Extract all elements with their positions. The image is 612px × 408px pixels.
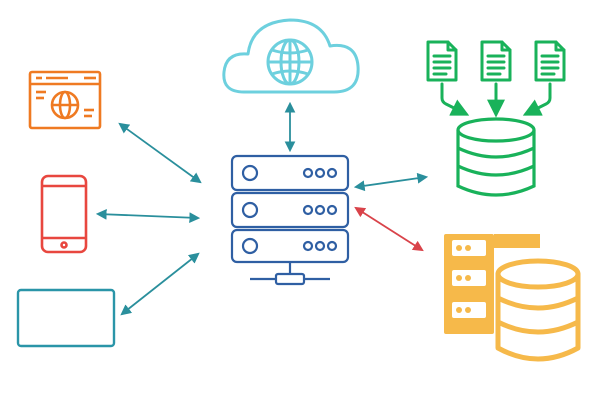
document-to-database-arrows [440,82,552,118]
browser-window-icon [28,70,102,130]
browser-server-arrow [118,122,202,184]
connector-arrow [440,82,470,116]
tablet-server-arrow [120,252,200,316]
tablet-icon [16,288,116,348]
database-icon [456,117,536,197]
server-rack-icon [230,154,350,286]
server-database-icon [444,234,581,362]
document-icon [534,40,566,82]
connector-arrow [522,82,552,116]
document-files-icon [426,40,566,82]
server-database-arrow [353,172,429,192]
smartphone-icon [40,174,88,254]
server-unit-3 [230,228,350,264]
server-unit-2 [230,191,350,229]
server-storage-arrow [354,206,424,252]
phone-server-arrow [95,208,201,224]
cloud-globe-icon [222,18,360,94]
server-unit-1 [230,154,350,192]
document-icon [426,40,458,82]
document-icon [480,40,512,82]
connections [95,101,429,316]
